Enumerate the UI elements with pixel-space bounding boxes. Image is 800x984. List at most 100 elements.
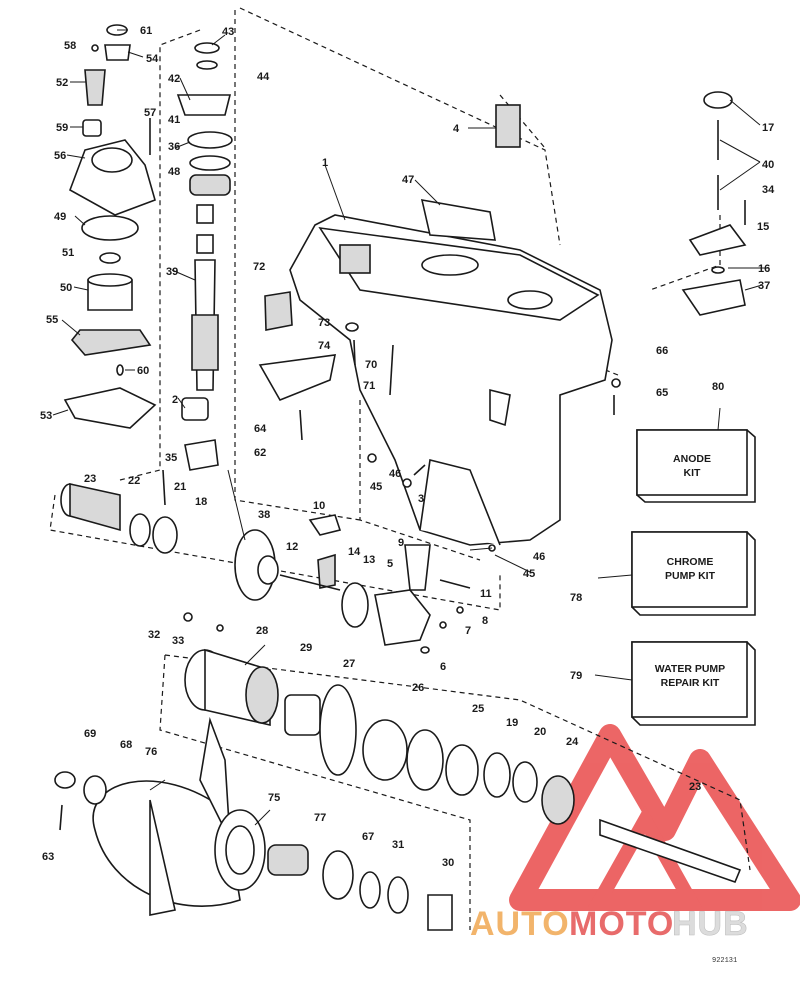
callout-17: 17 [762, 122, 774, 134]
callout-2: 2 [172, 394, 178, 406]
callout-46-upper: 46 [389, 468, 401, 480]
callout-5: 5 [387, 558, 393, 570]
watermark-text: AUTO MOTO HUB [470, 905, 749, 944]
anode-kit-line2: KIT [684, 467, 702, 479]
callout-21: 21 [174, 481, 186, 493]
callout-51: 51 [62, 247, 74, 259]
anode-kit-line1: ANODE [673, 453, 711, 465]
callout-55: 55 [46, 314, 58, 326]
drawing-code: 922131 [712, 957, 737, 965]
callout-24: 24 [566, 736, 579, 748]
callout-25: 25 [472, 703, 484, 715]
callout-23-top: 23 [84, 473, 96, 485]
callout-10: 10 [313, 500, 325, 512]
callout-40: 40 [762, 159, 774, 171]
callout-29: 29 [300, 642, 312, 654]
callout-75: 75 [268, 792, 280, 804]
callout-43: 43 [222, 26, 234, 38]
propeller-parts [54, 716, 453, 931]
callout-71: 71 [363, 380, 375, 392]
callout-41: 41 [168, 114, 180, 126]
callout-15: 15 [757, 221, 769, 233]
callout-48: 48 [168, 166, 180, 178]
callout-52: 52 [56, 77, 68, 89]
callout-68: 68 [120, 739, 132, 751]
callout-76: 76 [145, 746, 157, 758]
callout-53: 53 [40, 410, 52, 422]
callout-42: 42 [168, 73, 180, 85]
watermark-hub: HUB [672, 905, 749, 943]
callout-44: 44 [257, 71, 270, 83]
callout-58: 58 [64, 40, 76, 52]
callout-69: 69 [84, 728, 96, 740]
callout-28: 28 [256, 625, 268, 637]
callout-62: 62 [254, 447, 266, 459]
water-pump-kit-box: WATER PUMP REPAIR KIT [631, 641, 756, 726]
chrome-pump-kit-box: CHROME PUMP KIT [631, 531, 756, 616]
prop-shaft-parts [60, 483, 742, 884]
callout-46-lower: 46 [533, 551, 545, 563]
callout-61: 61 [140, 25, 152, 37]
callout-11: 11 [480, 588, 492, 600]
callout-13: 13 [363, 554, 375, 566]
callout-36: 36 [168, 141, 180, 153]
callout-56: 56 [54, 150, 66, 162]
callout-14: 14 [348, 546, 361, 558]
callout-3: 3 [418, 493, 424, 505]
anode-kit-box: ANODE KIT [636, 429, 756, 503]
callout-59: 59 [56, 122, 68, 134]
callout-49: 49 [54, 211, 66, 223]
callout-63: 63 [42, 851, 54, 863]
callout-27: 27 [343, 658, 355, 670]
callout-20: 20 [534, 726, 546, 738]
callout-23-bottom: 23 [689, 781, 701, 793]
callout-80: 80 [712, 381, 724, 393]
callout-18: 18 [195, 496, 207, 508]
callout-30: 30 [442, 857, 454, 869]
callout-60: 60 [137, 365, 149, 377]
callout-22: 22 [128, 475, 140, 487]
callout-78: 78 [570, 592, 582, 604]
callout-50: 50 [60, 282, 72, 294]
callout-1: 1 [322, 157, 328, 169]
callout-37: 37 [758, 280, 770, 292]
callout-31: 31 [392, 839, 404, 851]
callout-4: 4 [453, 123, 460, 135]
callout-38: 38 [258, 509, 270, 521]
callout-8: 8 [482, 615, 488, 627]
callout-74: 74 [318, 340, 331, 352]
gearcase-housing [289, 214, 613, 546]
callout-9: 9 [398, 537, 404, 549]
leader-lines [52, 29, 768, 826]
callout-64: 64 [254, 423, 267, 435]
callout-73: 73 [318, 317, 330, 329]
callout-72: 72 [253, 261, 265, 273]
water-kit-line2: REPAIR KIT [661, 677, 720, 689]
chrome-kit-line1: CHROME [667, 556, 714, 568]
callout-67: 67 [362, 831, 374, 843]
callout-12: 12 [286, 541, 298, 553]
chrome-kit-line2: PUMP KIT [665, 570, 716, 582]
callout-47: 47 [402, 174, 414, 186]
callout-33: 33 [172, 635, 184, 647]
callout-79: 79 [570, 670, 582, 682]
callout-34: 34 [762, 184, 775, 196]
watermark-logo [509, 724, 800, 911]
callout-19: 19 [506, 717, 518, 729]
callout-7: 7 [465, 625, 471, 637]
callout-16: 16 [758, 263, 770, 275]
driveshaft-parts [162, 42, 233, 506]
callout-77: 77 [314, 812, 326, 824]
callout-66: 66 [656, 345, 668, 357]
callout-39: 39 [166, 266, 178, 278]
callout-57: 57 [144, 107, 156, 119]
callout-26: 26 [412, 682, 424, 694]
callout-labels: 61 58 5 4 52 59 57 56 49 51 50 55 60 53 2… [40, 25, 775, 869]
callout-70: 70 [365, 359, 377, 371]
shift-parts [279, 514, 471, 654]
watermark-moto: MOTO [569, 905, 674, 943]
callout-32: 32 [148, 629, 160, 641]
water-pump-parts [63, 24, 157, 429]
callout-45-upper: 45 [370, 481, 382, 493]
